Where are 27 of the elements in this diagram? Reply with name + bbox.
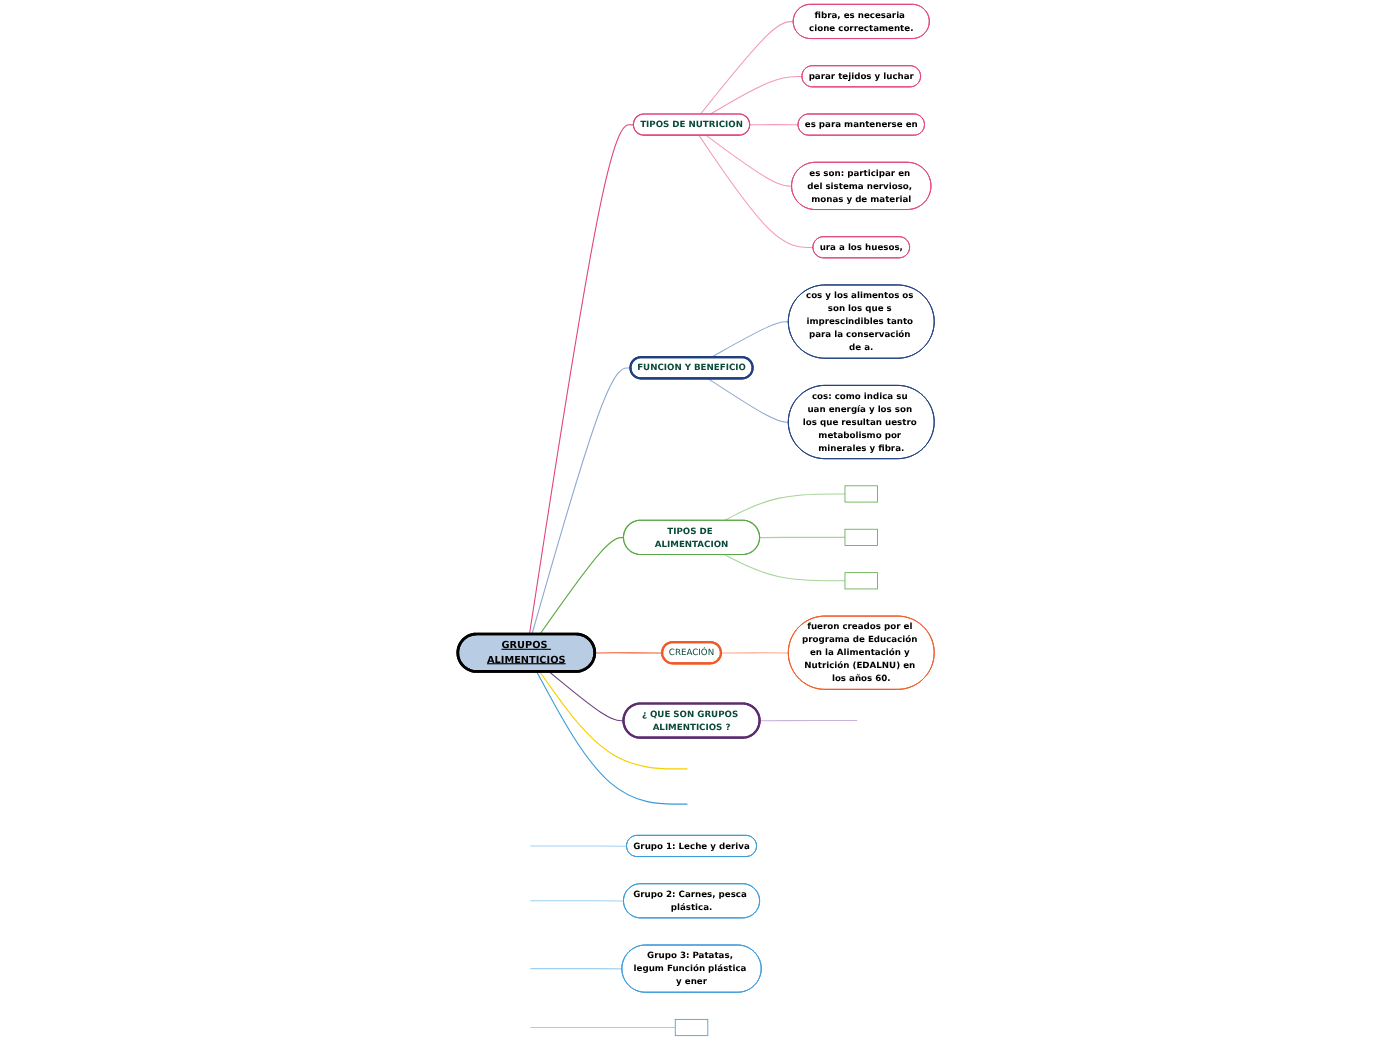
connector-line xyxy=(529,1026,676,1029)
connector-line xyxy=(531,367,632,635)
connector-line xyxy=(759,720,858,722)
connector-line xyxy=(528,124,635,635)
connector-line xyxy=(710,321,790,358)
connector-line xyxy=(699,21,795,115)
node-box xyxy=(674,1018,709,1037)
connector-line xyxy=(594,652,663,654)
connector-line xyxy=(529,900,625,902)
connector-line xyxy=(724,493,846,522)
connector-line xyxy=(705,134,793,187)
node-box xyxy=(844,485,878,503)
connector-line xyxy=(698,134,814,249)
connector-line xyxy=(539,671,688,770)
connector-line xyxy=(548,671,625,722)
connector-line xyxy=(539,537,625,635)
connector-line xyxy=(709,75,803,115)
connector-line xyxy=(529,968,623,970)
connector-line xyxy=(707,378,790,423)
connector-line xyxy=(749,124,799,126)
connector-line xyxy=(759,536,846,539)
connector-line xyxy=(724,554,846,582)
connector-line xyxy=(720,652,790,654)
connector-line xyxy=(536,671,688,805)
connector-line xyxy=(529,845,628,847)
node-box xyxy=(844,528,878,546)
node-box xyxy=(844,572,878,590)
